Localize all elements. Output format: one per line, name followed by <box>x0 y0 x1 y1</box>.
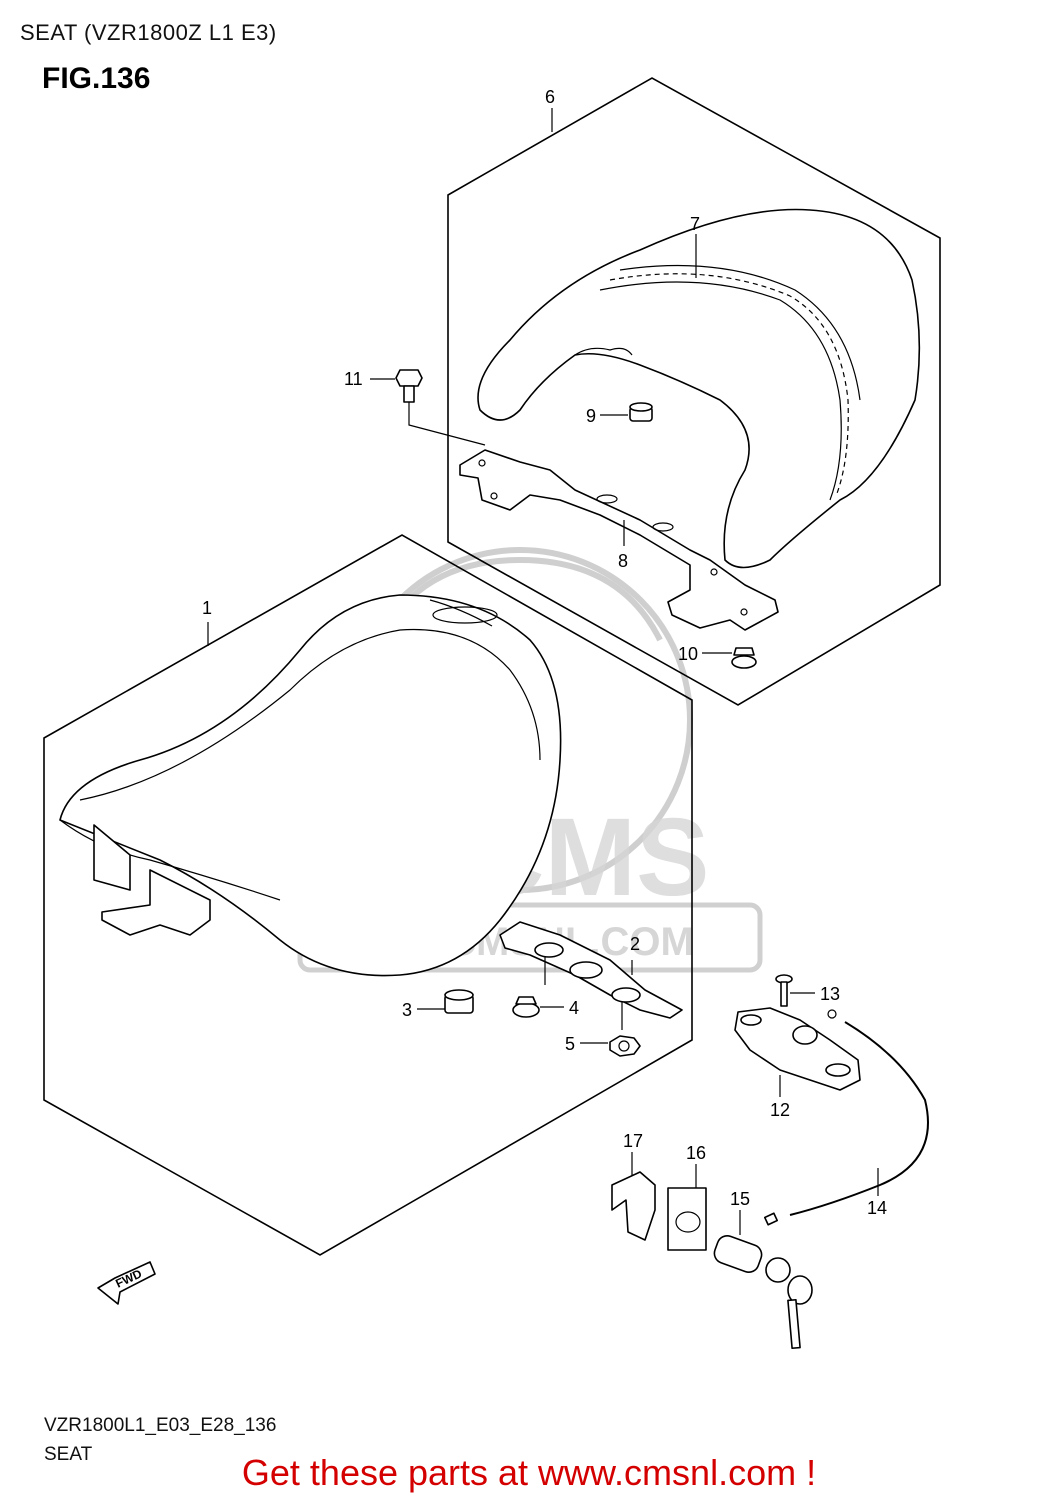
bolt-11 <box>395 369 423 403</box>
callout-9: 9 <box>586 406 596 426</box>
section-name: SEAT <box>44 1444 93 1465</box>
screw-13 <box>775 974 793 1007</box>
callout-12: 12 <box>770 1100 790 1120</box>
callout-2: 2 <box>630 934 640 954</box>
callout-5: 5 <box>565 1034 575 1054</box>
callout-4: 4 <box>569 998 579 1018</box>
leader-lines <box>207 108 879 1235</box>
callout-1: 1 <box>202 598 212 618</box>
callout-16: 16 <box>686 1143 706 1163</box>
forward-arrow: FWD <box>97 1261 156 1305</box>
callout-8: 8 <box>618 551 628 571</box>
callout-15: 15 <box>730 1189 750 1209</box>
main-seat <box>59 594 562 977</box>
figure-number: FIG.136 <box>42 62 151 95</box>
callout-14: 14 <box>867 1198 887 1218</box>
release-cable <box>789 1021 929 1216</box>
callout-6: 6 <box>545 87 555 107</box>
nut-4 <box>512 996 540 1018</box>
cushion-3 <box>444 989 474 1014</box>
cushion-9 <box>629 402 653 422</box>
nut-10 <box>731 647 757 669</box>
callout-13: 13 <box>820 984 840 1004</box>
group-frame-main <box>43 534 693 1256</box>
group-frame-rear <box>447 77 941 706</box>
holder-16 <box>667 1187 707 1251</box>
clip-17 <box>611 1171 656 1241</box>
callout-11: 11 <box>344 369 363 389</box>
callout-10: 10 <box>678 644 698 664</box>
callout-3: 3 <box>402 1000 412 1020</box>
passenger-seat <box>477 208 921 569</box>
nut-5 <box>609 1035 641 1057</box>
lock-set-15 <box>713 1234 813 1350</box>
diagram-title: SEAT (VZR1800Z L1 E3) <box>20 20 277 45</box>
callout-17: 17 <box>623 1131 643 1151</box>
model-code: VZR1800L1_E03_E28_136 <box>44 1415 277 1436</box>
promo-link[interactable]: Get these parts at www.cmsnl.com ! <box>241 1452 817 1493</box>
lock-bracket-12 <box>734 1007 861 1091</box>
callout-7: 7 <box>690 214 700 234</box>
